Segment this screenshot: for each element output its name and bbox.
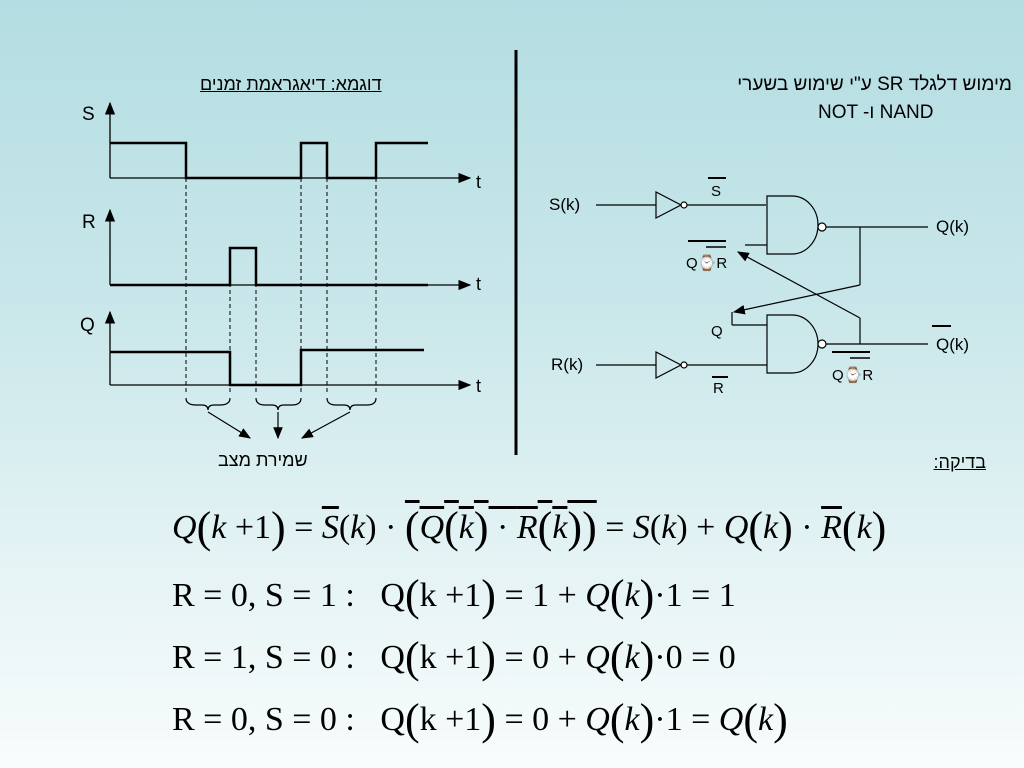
r-bar-label: R: [713, 380, 724, 397]
s-input-label: S(k): [549, 195, 580, 214]
qr-bottom-label: Q⌚R: [832, 366, 873, 384]
r-waveform: [110, 246, 428, 287]
equation-2: R = 0, S = 1 : Q(k +1) = 1 + Q(k)·1 = 1: [172, 571, 736, 620]
q-waveform: [110, 348, 424, 387]
circuit-title-line1: מימוש דלגלד SR ע"י שימוש בשערי: [737, 74, 1012, 95]
s-bar-label: S: [711, 183, 721, 200]
diagram-canvas: S t R t Q t: [80, 50, 969, 455]
hold-state-caption: שמירת מצב: [218, 450, 308, 470]
top-nand-gate: [745, 195, 928, 255]
qr-top-label: Q⌚R: [686, 254, 727, 272]
r-axis-label: R: [82, 212, 96, 233]
r-axis: R t: [82, 208, 481, 294]
equation-4: R = 0, S = 0 : Q(k +1) = 0 + Q(k)·1 = Q(…: [172, 695, 788, 744]
check-label: בדיקה:: [933, 452, 986, 472]
r-time-label: t: [476, 274, 481, 294]
timing-guides: [185, 143, 377, 395]
q-time-label: t: [476, 376, 481, 396]
s-axis-label: S: [82, 104, 95, 125]
s-time-label: t: [476, 172, 481, 192]
q-axis: Q t: [80, 310, 481, 396]
qbar-output-label: Q(k): [936, 335, 969, 354]
circuit-title-line2: NOT -ו NAND: [818, 102, 934, 123]
r-input-line: [596, 351, 767, 379]
s-input-line: [596, 191, 766, 219]
feedback-wires: [731, 227, 861, 344]
q-axis-label: Q: [80, 315, 95, 336]
timing-diagram-title: דוגמא: דיאגראמת זמנים: [200, 74, 382, 94]
bottom-nand-gate: [732, 314, 928, 374]
hold-arrows: [207, 411, 351, 440]
r-input-label: R(k): [551, 355, 583, 374]
q-output-label: Q(k): [936, 217, 969, 236]
q-feedback-label: Q: [711, 323, 723, 340]
equation-3: R = 1, S = 0 : Q(k +1) = 0 + Q(k)·0 = 0: [172, 633, 736, 682]
hold-braces: [185, 397, 377, 411]
equation-1: Q(k +1) = S(k) · (Q(k) · R(k)) = S(k) + …: [172, 503, 887, 552]
s-waveform: [110, 141, 428, 180]
